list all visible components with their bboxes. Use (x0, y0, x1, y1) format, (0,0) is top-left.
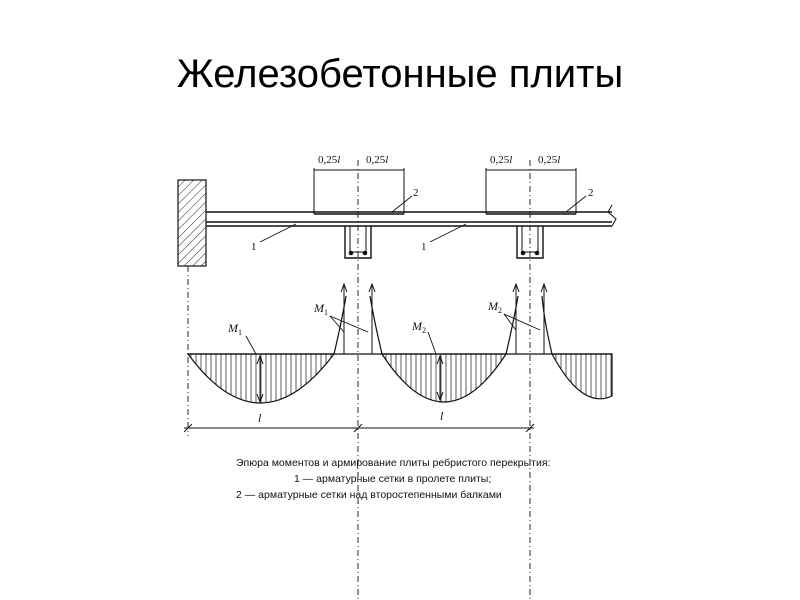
svg-text:0,25l: 0,25l (318, 154, 340, 166)
moment-leaders (245, 313, 541, 355)
span-length-label-2: l (440, 409, 444, 423)
label-2-right: 2 (588, 187, 594, 199)
slide-title: Железобетонные плиты (176, 52, 624, 96)
dim-top-right (485, 160, 577, 600)
label-1-left: 1 (251, 241, 257, 253)
dim-top-left (313, 160, 405, 600)
wall (177, 179, 207, 267)
moment-label-m2-support: M2 (487, 299, 502, 315)
label-1-right: 1 (421, 241, 427, 253)
support-arrows (340, 282, 548, 354)
span-arrows (256, 354, 444, 404)
moment-support-curves (333, 295, 553, 355)
moment-span-3 (550, 353, 613, 400)
moment-label-m2-span: M2 (411, 319, 426, 335)
caption-line-3: 2 — арматурные сетки над второстепенными… (236, 489, 502, 501)
label-2-left: 2 (413, 187, 419, 199)
slab (206, 204, 617, 227)
dim-span (183, 423, 535, 433)
dim-labels: 0,25l 0,25l 0,25l 0,25l (318, 154, 560, 166)
moment-span-1 (186, 353, 336, 404)
svg-text:0,25l: 0,25l (538, 154, 560, 166)
moment-label-m1-span: M1 (227, 321, 242, 337)
moment-span-2 (380, 353, 508, 403)
svg-text:0,25l: 0,25l (366, 154, 388, 166)
moment-label-m1-support: M1 (313, 301, 328, 317)
caption-line-2: 1 — арматурные сетки в пролете плиты; (294, 473, 491, 485)
svg-text:0,25l: 0,25l (490, 154, 512, 166)
caption-line-1: Эпюра моментов и армирование плиты ребри… (236, 457, 550, 469)
mesh-labels (259, 195, 587, 243)
span-length-label-1: l (258, 411, 262, 425)
